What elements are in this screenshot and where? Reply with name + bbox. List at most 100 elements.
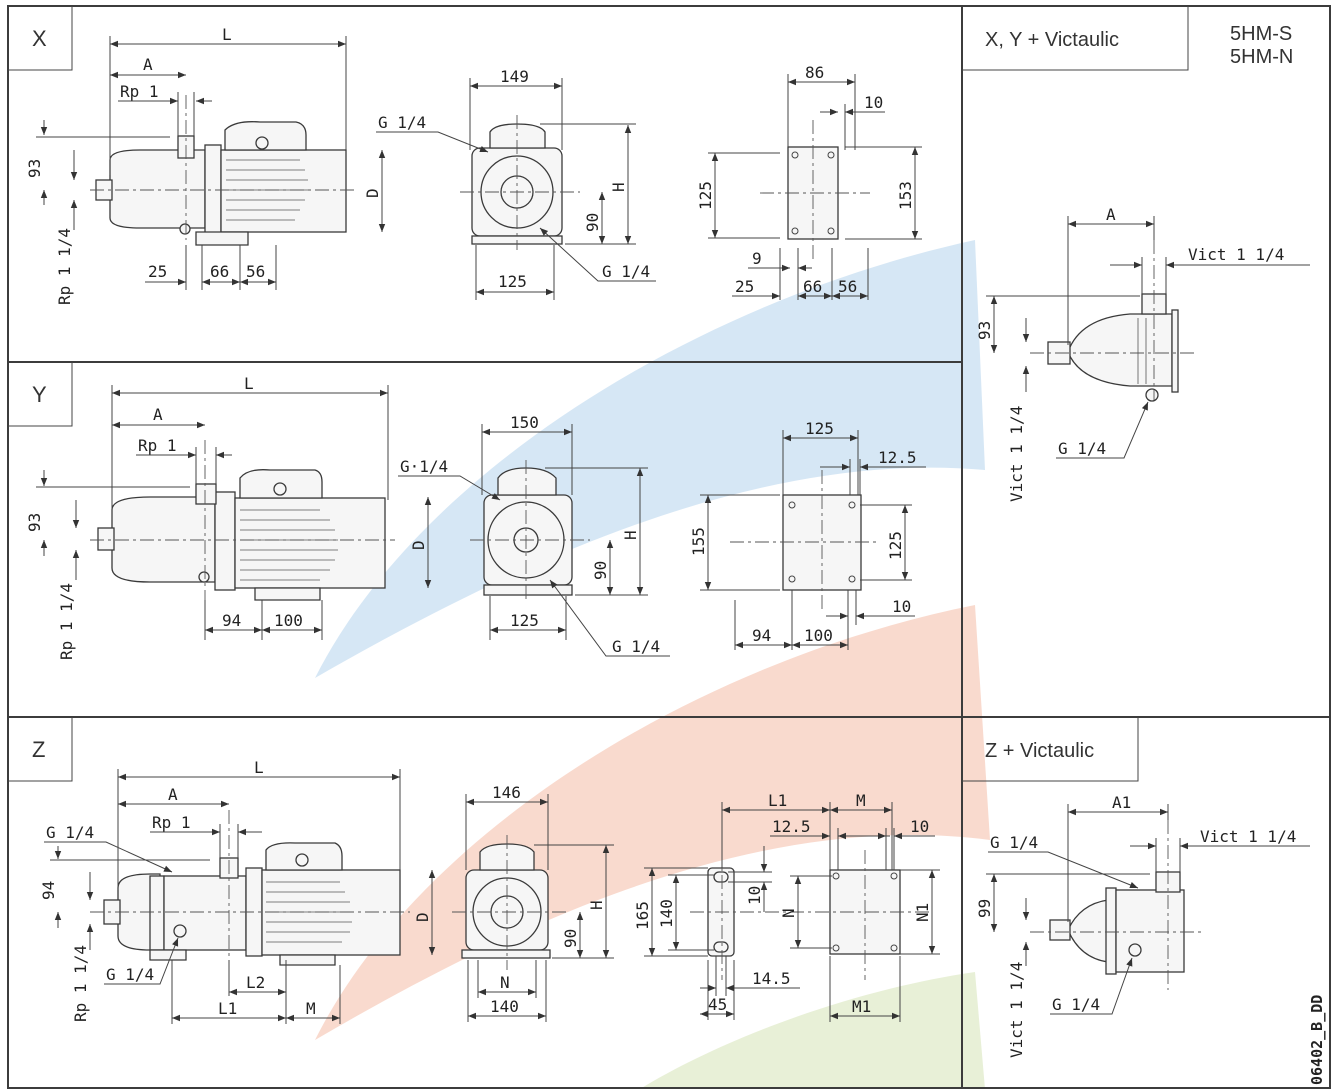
panel-y-front-view: 150 G·1/4 H 90 125 G 1/4 (398, 413, 670, 657)
y-dim-12-5: 12.5 (878, 448, 917, 467)
z-dim-45: 45 (708, 995, 727, 1014)
z-dim-94: 94 (39, 881, 58, 900)
panel-x-base-view: 86 10 125 153 9 25 66 56 (696, 63, 922, 300)
panel-z-dimensions: L A Rp 1 G 1/4 94 Rp 1 1/4 G 1/4 D L2 L1… (39, 758, 436, 1024)
x-dim-25: 25 (148, 262, 167, 281)
y-label-g14b: G 1/4 (612, 637, 660, 656)
y-dim-90: 90 (591, 561, 610, 580)
drawing-code: 06402_B_DD (1308, 995, 1326, 1085)
z-dim-Nv: N (779, 908, 798, 918)
panel-label-z: Z (32, 737, 45, 762)
watermark-blue (315, 240, 985, 678)
x-dim-149: 149 (500, 67, 529, 86)
panel-x-front-view: 149 G 1/4 H 90 125 G 1/4 (376, 67, 656, 300)
x-dim-86: 86 (805, 63, 824, 82)
zv-vict-vertical: Vict 1 1/4 (1007, 962, 1026, 1058)
z-dim-165: 165 (633, 901, 652, 930)
panel-z-side-view (90, 810, 410, 980)
x-dim-93: 93 (25, 159, 44, 178)
panel-label-xy-victaulic: X, Y + Victaulic (985, 29, 1119, 51)
z-dim-90: 90 (561, 929, 580, 948)
x-dim-153: 153 (896, 181, 915, 210)
y-dim-H: H (621, 530, 640, 540)
watermark-red (315, 605, 990, 1040)
y-dim-10: 10 (892, 597, 911, 616)
z-dim-rp114: Rp 1 1/4 (71, 945, 90, 1022)
y-dim-150: 150 (510, 413, 539, 432)
z-dim-146: 146 (492, 783, 521, 802)
y-dim-L: L (244, 374, 254, 393)
panel-y-side-view (90, 440, 395, 601)
z-dim-D: D (413, 912, 432, 922)
y-dim-94b: 94 (752, 626, 771, 645)
z-dim-140: 140 (490, 997, 519, 1016)
model-line-1: 5HM-S (1230, 23, 1292, 45)
x-dim-66b: 66 (803, 277, 822, 296)
x-dim-L: L (222, 25, 232, 44)
y-dim-100: 100 (274, 611, 303, 630)
y-dim-A: A (153, 405, 163, 424)
frame (7, 5, 1331, 1089)
z-dim-12-5: 12.5 (772, 817, 811, 836)
x-dim-10: 10 (864, 93, 883, 112)
z-dim-10v: 10 (745, 886, 764, 905)
y-dim-125: 125 (510, 611, 539, 630)
y-dim-rp1: Rp 1 (138, 436, 177, 455)
z-dim-H: H (587, 900, 606, 910)
xy-victaulic-view: A Vict 1 1/4 93 Vict 1 1/4 G 1/4 (975, 205, 1310, 502)
xyv-dim-93: 93 (975, 321, 994, 340)
y-dim-D: D (409, 540, 428, 550)
x-dim-125v: 125 (696, 181, 715, 210)
z-dim-L2: L2 (246, 973, 265, 992)
x-dim-56b: 56 (838, 277, 857, 296)
panel-x-dimensions: L A Rp 1 93 Rp 1 1/4 D 25 66 56 (25, 25, 386, 305)
panel-label-z-victaulic: Z + Victaulic (985, 740, 1094, 762)
y-label-g14a: G·1/4 (400, 457, 448, 476)
z-dim-M: M (306, 999, 316, 1018)
panel-x-side-view (90, 95, 355, 246)
z-label-g14-bot: G 1/4 (106, 965, 154, 984)
z-dim-A: A (168, 785, 178, 804)
panel-y-base-view: 125 12.5 155 125 10 94 100 (689, 419, 926, 650)
xyv-dim-A: A (1106, 205, 1116, 224)
panel-label-y: Y (32, 382, 47, 407)
z-dim-N: N (500, 973, 510, 992)
y-dim-93: 93 (25, 513, 44, 532)
panel-label-x: X (32, 26, 47, 51)
x-dim-A: A (143, 55, 153, 74)
panel-z-front-view: 146 H 90 N 140 (452, 783, 614, 1022)
panel-z-base-view: L1 M 12.5 10 165 140 10 N N1 14.5 45 (633, 791, 940, 1022)
z-dim-M1: M1 (852, 997, 871, 1016)
x-label-g14b: G 1/4 (602, 262, 650, 281)
z-victaulic-view: A1 G 1/4 Vict 1 1/4 99 Vict 1 1/4 G 1/4 (975, 793, 1310, 1058)
model-line-2: 5HM-N (1230, 46, 1293, 68)
xyv-label-vict: Vict 1 1/4 (1188, 245, 1284, 264)
panel-y-dimensions: L A Rp 1 93 Rp 1 1/4 D 94 100 (25, 374, 432, 660)
y-dim-125r: 125 (886, 531, 905, 560)
x-dim-rp114: Rp 1 1/4 (55, 228, 74, 305)
y-dim-155: 155 (689, 527, 708, 556)
x-dim-D: D (363, 188, 382, 198)
x-dim-25b: 25 (735, 277, 754, 296)
z-dim-N1: N1 (913, 903, 932, 922)
x-dim-rp1: Rp 1 (120, 82, 159, 101)
z-dim-rp1: Rp 1 (152, 813, 191, 832)
y-dim-rp114: Rp 1 1/4 (57, 583, 76, 660)
zv-dim-99: 99 (975, 899, 994, 918)
z-dim-14-5: 14.5 (752, 969, 791, 988)
z-dim-140v: 140 (657, 899, 676, 928)
x-label-g14a: G 1/4 (378, 113, 426, 132)
z-dim-10: 10 (910, 817, 929, 836)
z-dim-L1b: L1 (768, 791, 787, 810)
z-dim-L1: L1 (218, 999, 237, 1018)
x-dim-66: 66 (210, 262, 229, 281)
x-dim-9: 9 (752, 249, 762, 268)
y-dim-100b: 100 (804, 626, 833, 645)
x-dim-125: 125 (498, 272, 527, 291)
zv-label-g14-top: G 1/4 (990, 833, 1038, 852)
zv-label-vict: Vict 1 1/4 (1200, 827, 1296, 846)
watermark-green (640, 972, 985, 1089)
xyv-label-g14: G 1/4 (1058, 439, 1106, 458)
